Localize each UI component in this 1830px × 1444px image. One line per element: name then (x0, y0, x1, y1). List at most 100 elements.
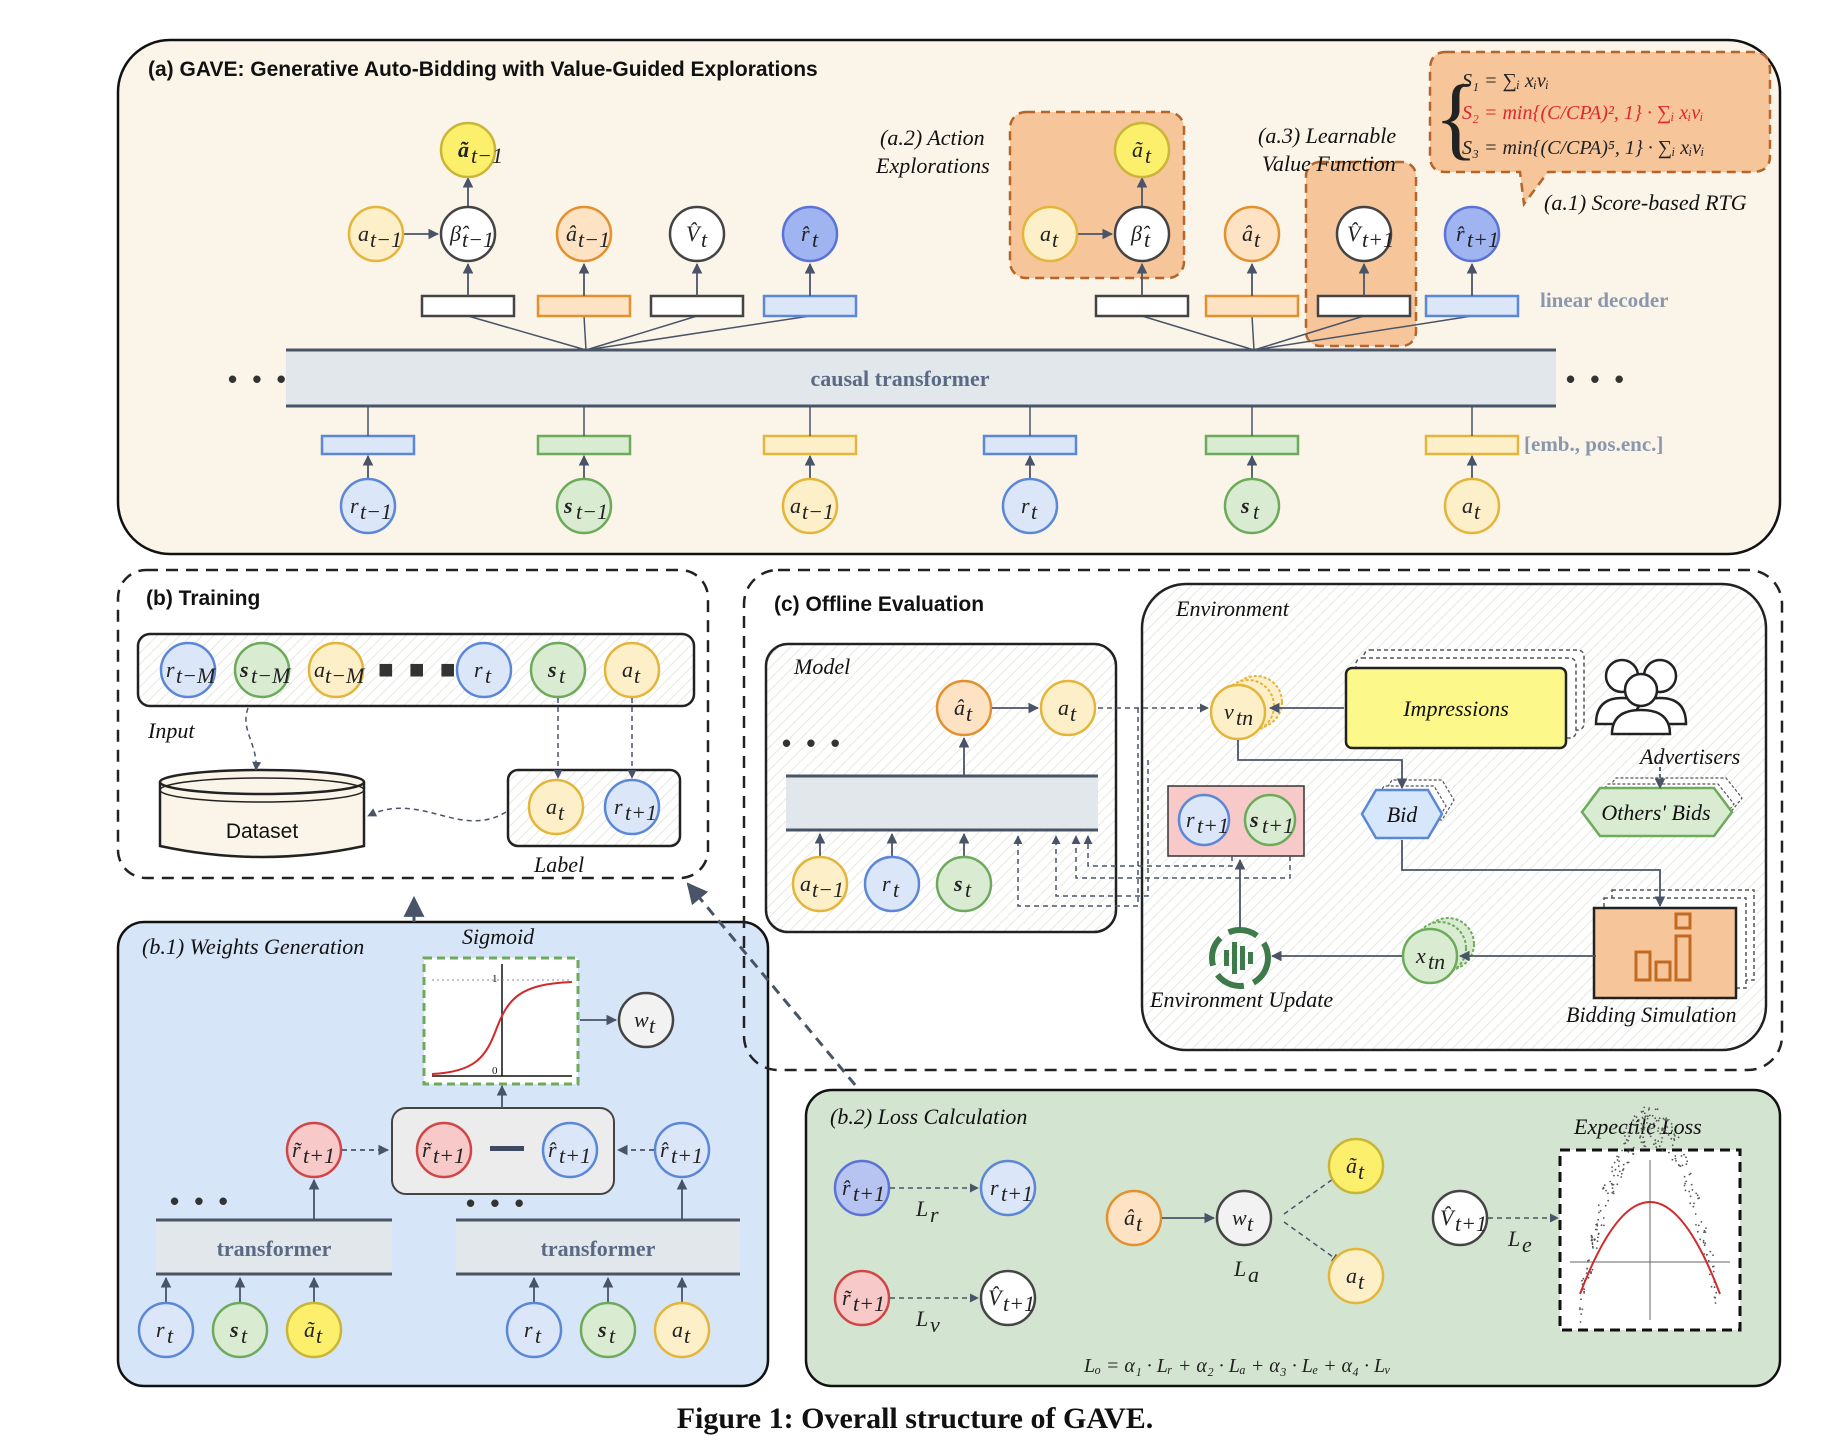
scatter-point (1598, 1211, 1600, 1214)
scatter-point (1627, 1161, 1630, 1164)
dots-left: • • • (228, 364, 290, 394)
svg-text:t+1: t+1 (433, 1143, 465, 1168)
svg-text:V̂: V̂ (1440, 1205, 1456, 1230)
svg-text:t: t (965, 877, 972, 902)
svg-text:tn: tn (1428, 949, 1445, 974)
svg-text:r: r (882, 871, 891, 896)
svg-text:V̂: V̂ (686, 221, 702, 246)
scatter-point (1661, 1129, 1664, 1132)
env-s-next: s t+1 (1243, 793, 1297, 847)
svg-text:tn: tn (1236, 705, 1253, 730)
svg-text:t−1: t−1 (812, 877, 844, 902)
svg-text:x: x (1415, 943, 1426, 968)
scatter-point (1703, 1229, 1706, 1232)
scatter-point (1624, 1135, 1626, 1137)
svg-text:r: r (474, 657, 483, 682)
equation-brace: { (1434, 66, 1478, 168)
scatter-point (1627, 1139, 1630, 1142)
scatter-point (1625, 1127, 1628, 1130)
scatter-point (1667, 1134, 1670, 1136)
scatter-point (1605, 1189, 1607, 1192)
svg-text:t: t (559, 663, 566, 688)
node-s-t-in: s t (1223, 477, 1281, 535)
scatter-point (1625, 1138, 1628, 1141)
scatter-point (1639, 1136, 1641, 1139)
scatter-point (1703, 1231, 1705, 1234)
figure-caption: Figure 1: Overall structure of GAVE. (677, 1402, 1154, 1435)
scatter-point (1596, 1236, 1599, 1239)
scatter-point (1692, 1205, 1695, 1208)
node-s-prev-in: s t−1 (555, 477, 613, 535)
scatter-point (1657, 1119, 1660, 1122)
scatter-point (1634, 1124, 1637, 1126)
scatter-point (1602, 1186, 1605, 1189)
svg-text:t: t (1031, 499, 1038, 524)
svg-text:r̃: r̃ (292, 1137, 302, 1162)
scatter-point (1677, 1136, 1680, 1139)
svg-text:a: a (358, 221, 369, 246)
scatter-point (1602, 1217, 1605, 1219)
emb-connections (367, 406, 1473, 436)
svg-text:â: â (1124, 1205, 1135, 1230)
scatter-point (1609, 1180, 1611, 1183)
svg-text:t+1: t+1 (1362, 227, 1394, 252)
scatter-point (1583, 1290, 1585, 1293)
svg-text:r̃: r̃ (422, 1137, 432, 1162)
scatter-point (1622, 1163, 1625, 1166)
model-in-r-t: r t (863, 855, 921, 913)
svg-text:Dataset: Dataset (226, 820, 299, 843)
svg-text:t: t (966, 701, 973, 726)
panel-b2-title: (b.2) Loss Calculation (830, 1104, 1027, 1129)
svg-text:r: r (166, 657, 175, 682)
decoder-box-r-hat-next (1424, 294, 1520, 318)
scatter-point (1656, 1108, 1659, 1111)
b2-a-tilde: ã t (1327, 1137, 1385, 1195)
svg-text:Others' Bids: Others' Bids (1601, 800, 1710, 825)
scatter-point (1710, 1285, 1713, 1288)
scatter-point (1653, 1143, 1655, 1146)
scatter-point (1649, 1135, 1652, 1138)
total-loss-equation: Lₒ = α₁ · Lᵣ + α₂ · Lₐ + α₃ · Lₑ + α₄ · … (1083, 1355, 1391, 1377)
scatter-point (1671, 1129, 1674, 1132)
svg-text:r: r (614, 794, 623, 819)
node-v-hat: V̂ t (668, 205, 726, 263)
svg-text:L: L (1233, 1256, 1246, 1281)
scatter-point (1683, 1175, 1686, 1178)
scatter-point (1660, 1141, 1663, 1143)
scatter-point (1596, 1224, 1599, 1227)
scatter-point (1632, 1146, 1635, 1149)
scatter-point (1643, 1106, 1646, 1109)
sigmoid-label: Sigmoid (462, 924, 535, 949)
b1-r-tilde-out: r̃ t+1 (285, 1121, 343, 1179)
svg-text:t: t (167, 1323, 174, 1348)
svg-text:a: a (546, 794, 557, 819)
environment-label: Environment (1175, 596, 1290, 621)
scatter-point (1659, 1132, 1662, 1135)
scatter-point (1616, 1183, 1619, 1186)
scatter-point (1613, 1161, 1616, 1164)
panel-c: (c) Offline Evaluation Model • • • â t a… (742, 568, 1784, 1072)
svg-text:t: t (812, 227, 819, 252)
scatter-point (1653, 1122, 1655, 1125)
svg-text:V̂: V̂ (988, 1285, 1004, 1310)
svg-text:v: v (1224, 699, 1234, 724)
svg-text:s: s (1240, 493, 1250, 518)
b2-r-next: r t+1 (979, 1159, 1037, 1217)
svg-text:t+1: t+1 (1467, 227, 1499, 252)
label-l-a: L a (1233, 1256, 1259, 1287)
scatter-point (1704, 1231, 1707, 1233)
svg-text:s: s (547, 657, 557, 682)
scatter-point (1691, 1189, 1694, 1191)
diff-r-tilde: r̃ t+1 (415, 1121, 473, 1179)
scatter-point (1623, 1142, 1626, 1145)
scatter-point (1633, 1124, 1636, 1127)
scatter-point (1657, 1130, 1659, 1132)
seq-r-t-m: r t−M (159, 641, 217, 699)
panel-b1: (b.1) Weights Generation Sigmoid 1 0 w t… (116, 882, 868, 1388)
svg-text:e: e (1522, 1232, 1532, 1257)
scatter-point (1583, 1292, 1585, 1294)
scatter-point (1702, 1241, 1705, 1244)
model-in-s-t: s t (935, 855, 993, 913)
scatter-point (1597, 1218, 1600, 1221)
scatter-point (1652, 1126, 1655, 1129)
